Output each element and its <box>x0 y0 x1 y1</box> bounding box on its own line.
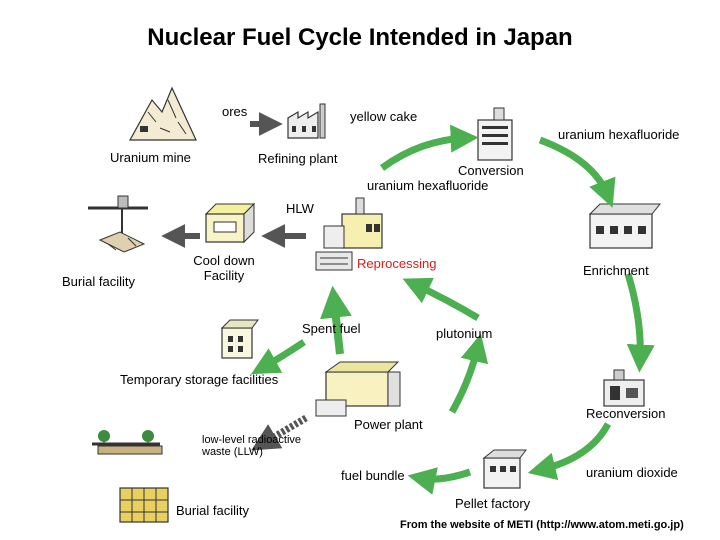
reconversion-plant-icon <box>603 369 645 407</box>
arrow-reconversion-to-pellet <box>527 422 612 481</box>
label-cool-down-line2: Facility <box>203 268 245 283</box>
arrow-enrichment-to-reconversion <box>624 272 655 373</box>
label-uranium-hexafluoride-top: uranium hexafluoride <box>558 127 680 142</box>
label-temporary-storage: Temporary storage facilities <box>120 372 279 387</box>
label-uranium-mine: Uranium mine <box>110 150 191 165</box>
label-hlw: HLW <box>286 201 314 216</box>
label-burial-facility-bottom: Burial facility <box>176 503 249 518</box>
power-plant-icon <box>315 361 401 417</box>
label-llw-line1: low-level radioactive <box>202 434 302 446</box>
arrow-conversion-to-enrichment <box>538 136 616 208</box>
pellet-factory-icon <box>482 449 527 489</box>
reprocessing-plant-icon <box>315 197 383 271</box>
label-plutonium: plutonium <box>436 326 493 341</box>
label-pellet-factory: Pellet factory <box>455 496 531 511</box>
label-power-plant: Power plant <box>354 417 423 432</box>
label-cool-down-facility: Cool down Facility <box>186 253 262 283</box>
label-refining-plant: Refining plant <box>258 151 338 166</box>
arrow-pellet-to-bundle <box>407 467 472 495</box>
refining-plant-icon <box>287 103 326 139</box>
source-credit: From the website of METI (http://www.ato… <box>400 519 684 531</box>
label-enrichment: Enrichment <box>583 263 649 278</box>
label-reprocessing: Reprocessing <box>357 256 437 271</box>
green-arrows <box>250 124 655 495</box>
arrow-power-to-llw <box>251 414 308 451</box>
enrichment-plant-icon <box>588 203 662 249</box>
conversion-plant-icon <box>477 107 513 161</box>
burial-facility-bottom-icon <box>119 487 169 523</box>
label-yellow-cake: yellow cake <box>350 109 418 124</box>
burial-facility-left-icon <box>88 195 148 253</box>
gray-arrows <box>161 112 308 451</box>
uranium-mine-icon <box>128 86 197 141</box>
diagram-title: Nuclear Fuel Cycle Intended in Japan <box>147 24 573 51</box>
label-cool-down-line1: Cool down <box>193 253 255 268</box>
llw-burial-facility-icon <box>92 430 163 455</box>
label-ores: ores <box>222 104 248 119</box>
arrow-refining-to-conversion <box>379 124 479 171</box>
label-conversion: Conversion <box>458 163 524 178</box>
label-llw-line2: waste (LLW) <box>202 446 263 458</box>
label-uranium-hexafluoride-mid: uranium hexafluoride <box>367 178 489 193</box>
arrow-plutonium-to-reprocessing <box>402 277 480 322</box>
label-reconversion: Reconversion <box>586 406 666 421</box>
label-fuel-bundle: fuel bundle <box>341 468 405 483</box>
arrow-spent-fuel-to-reprocessing <box>320 285 352 355</box>
arrow-spent-fuel-to-storage <box>250 339 306 375</box>
cool-down-facility-icon <box>204 202 256 244</box>
label-burial-facility-left: Burial facility <box>62 274 135 289</box>
temporary-storage-icon <box>220 319 259 359</box>
label-spent-fuel: Spent fuel <box>302 321 361 336</box>
arrow-power-to-plutonium <box>448 333 489 414</box>
label-llw: low-level radioactive waste (LLW) <box>202 434 301 458</box>
label-uranium-dioxide: uranium dioxide <box>586 465 678 480</box>
